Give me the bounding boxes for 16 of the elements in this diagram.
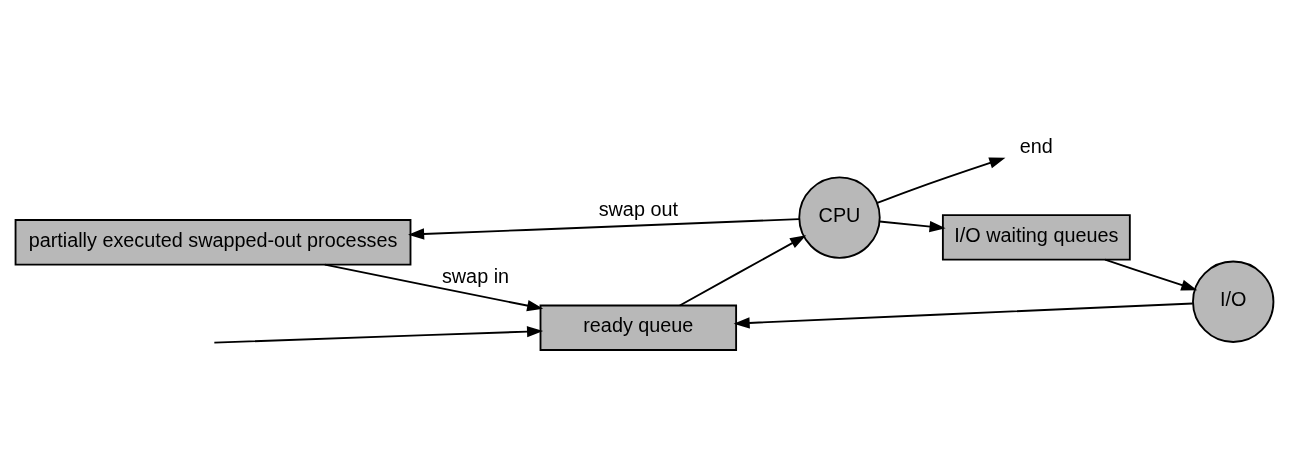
node-box: partially executed swapped-out processes	[14, 218, 412, 266]
arrow	[323, 263, 544, 311]
node-text: end	[1019, 134, 1053, 157]
arrow	[678, 234, 807, 306]
node-circle: I/O	[1192, 260, 1275, 343]
arrow	[408, 217, 800, 240]
arrow	[878, 220, 946, 232]
arrow	[213, 325, 544, 344]
node-circle: CPU	[798, 175, 881, 259]
edge-label: swap out	[598, 197, 678, 220]
arrow	[733, 302, 1194, 329]
arrow	[876, 157, 1006, 204]
arrow	[1104, 258, 1198, 291]
node-box: I/O waiting queues	[941, 213, 1131, 261]
edge-label: swap in	[441, 264, 510, 287]
node-box: ready queue	[539, 304, 738, 351]
